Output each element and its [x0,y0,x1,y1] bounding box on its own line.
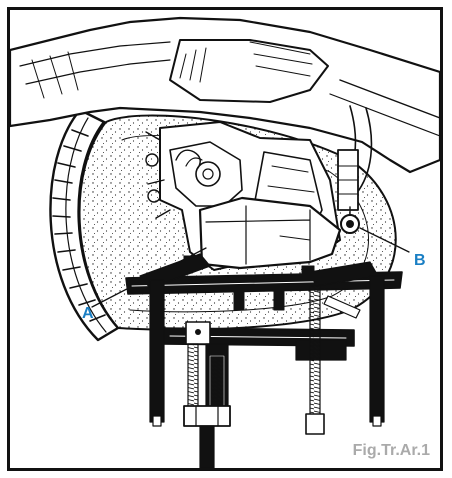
puller-tool [125,253,403,468]
part-b-bolt [340,206,360,234]
figure-caption: Fig.Tr.Ar.1 [352,442,430,459]
part-a-bracket [198,196,342,270]
figure-frame: A B Fig.Tr.Ar.1 [7,7,443,471]
vehicle-body [10,16,440,195]
callout-label-b: B [414,252,426,269]
callout-label-a: A [82,305,94,322]
technical-illustration [10,16,440,468]
tire [49,108,120,342]
shock-absorber [337,149,359,211]
leader-line-b [359,227,410,253]
